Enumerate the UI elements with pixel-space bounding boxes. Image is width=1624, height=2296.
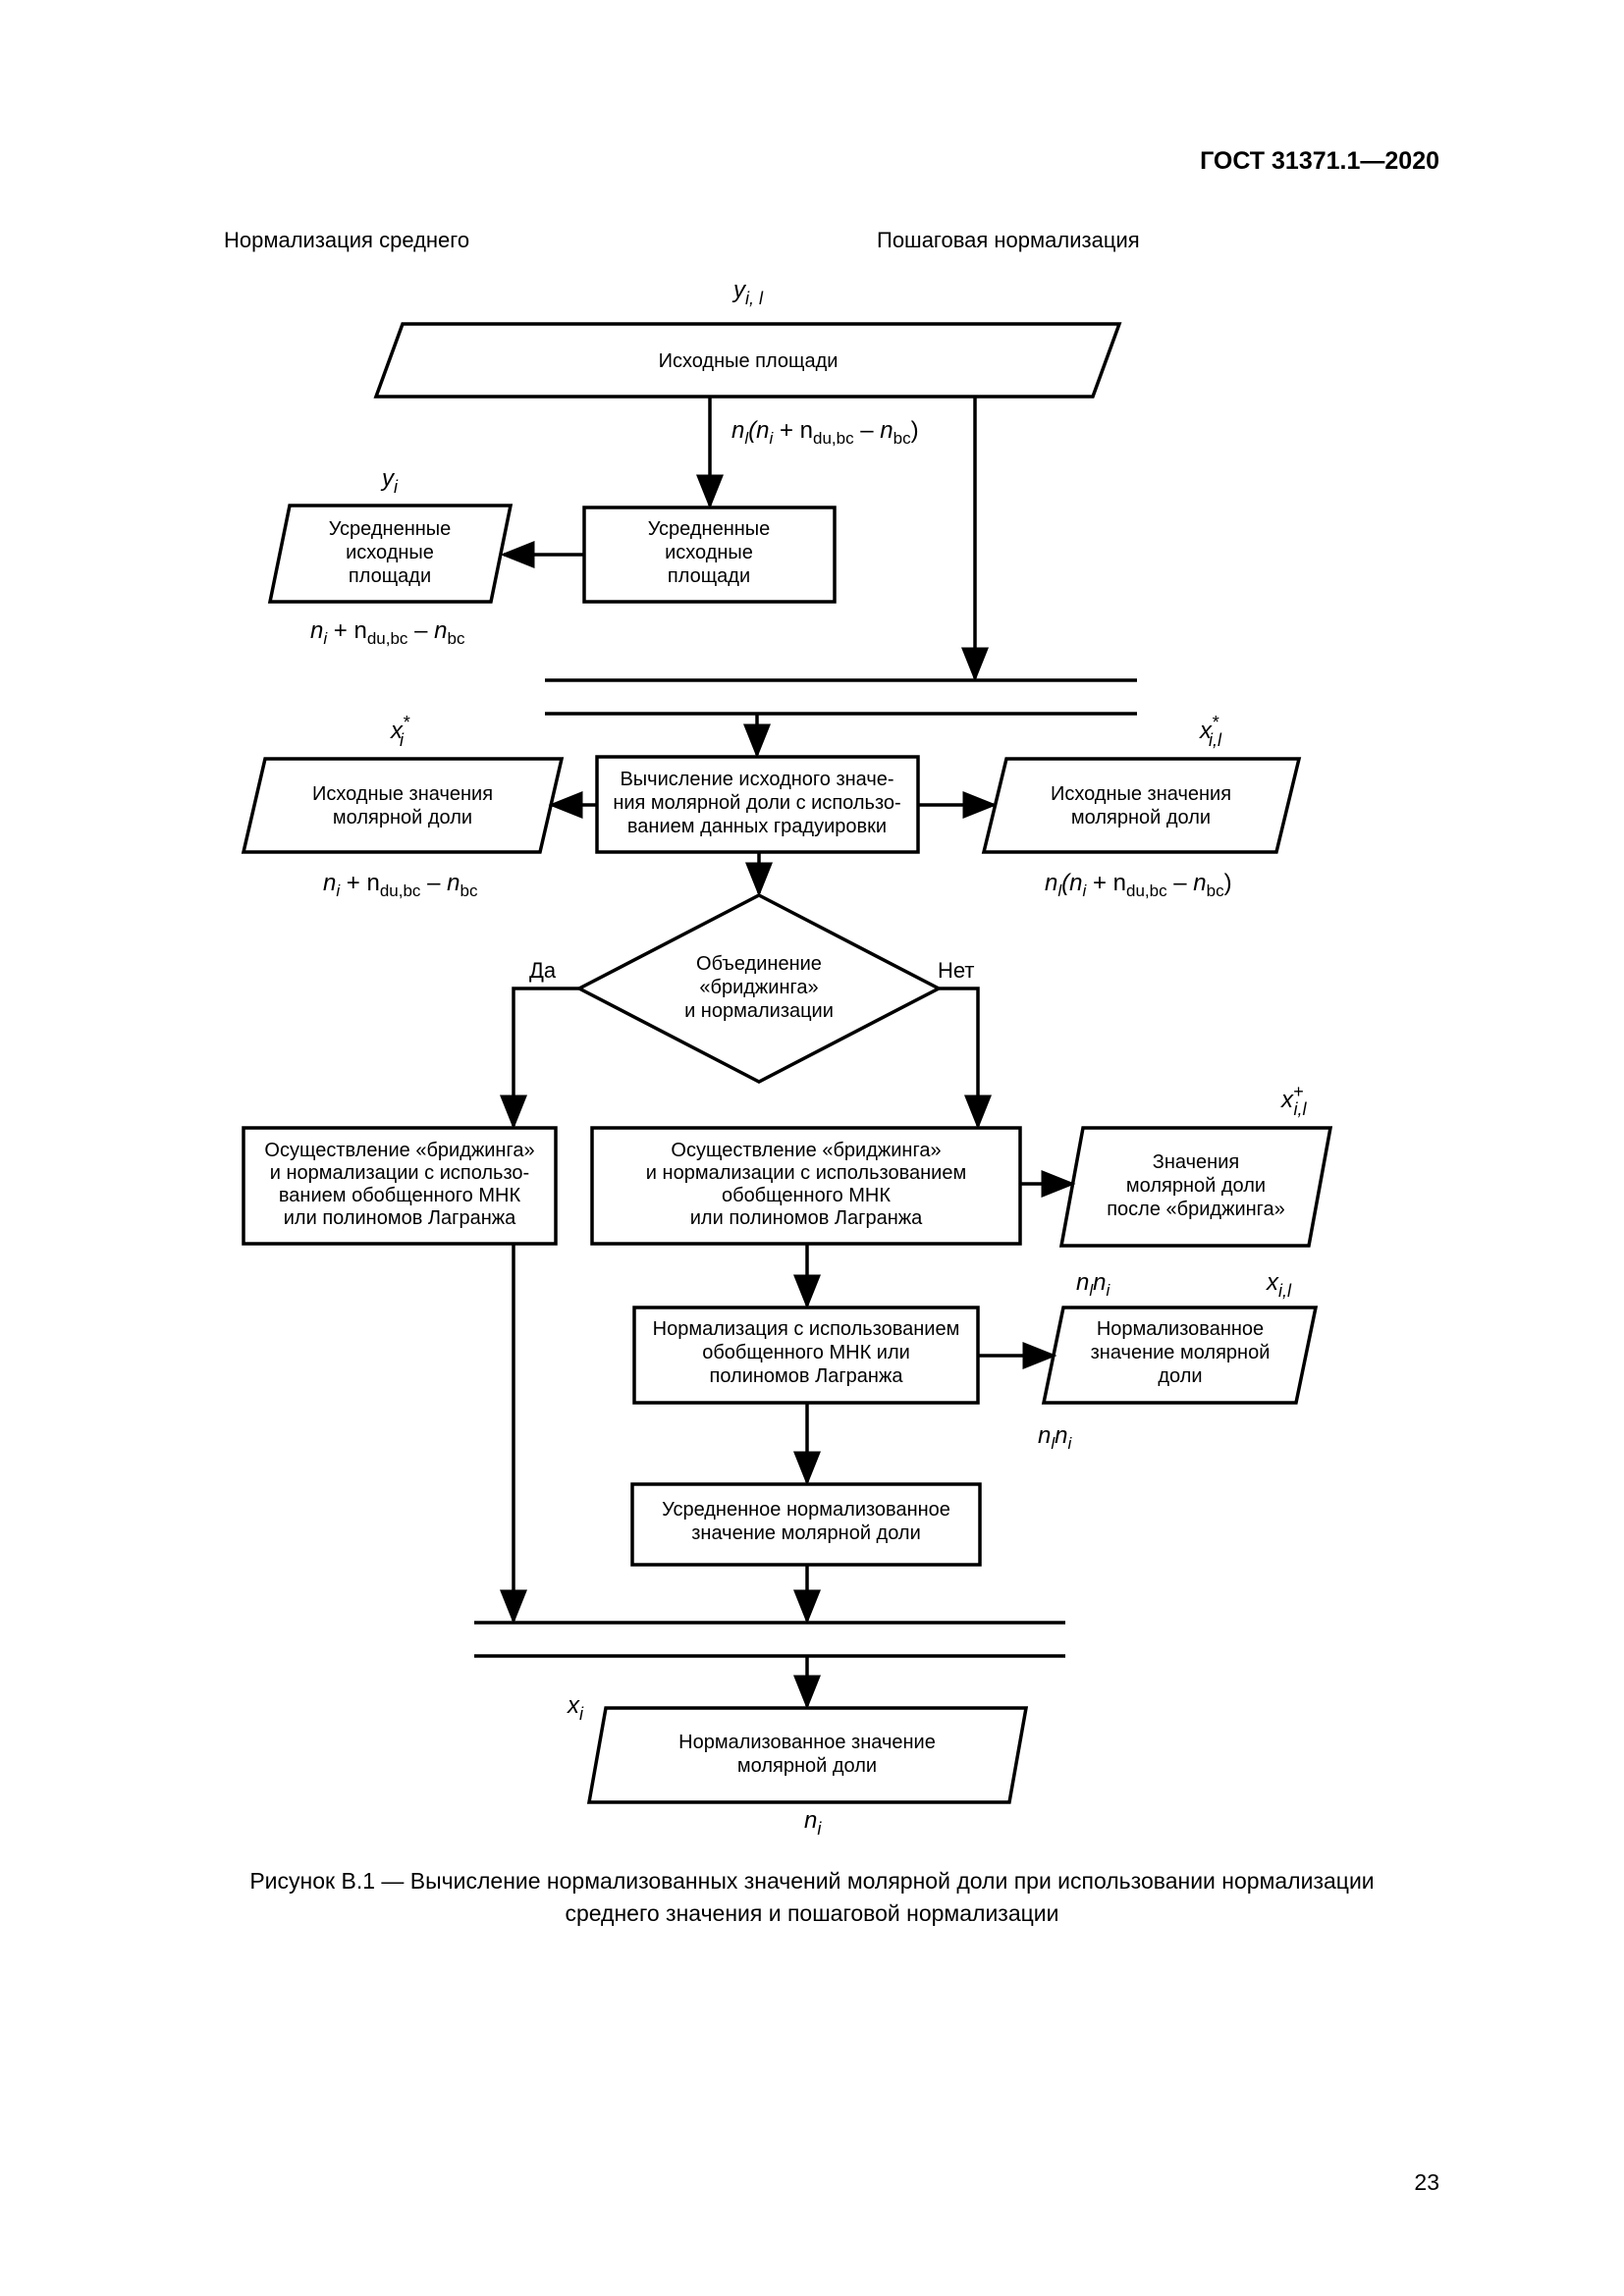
node-text-line: молярной доли	[1126, 1175, 1266, 1197]
node-text-line: Осуществление «бриджинга»	[671, 1140, 941, 1161]
node-text-line: и нормализации с использованием	[646, 1162, 966, 1184]
node-text-line: Вычисление исходного значе-	[620, 769, 893, 790]
node-text-line: Усредненные	[648, 518, 771, 540]
node-text-line: молярной доли	[737, 1755, 877, 1777]
node-text-line: Нормализация с использованием	[653, 1318, 960, 1340]
node-text-line: исходные	[665, 542, 753, 563]
node-text-line: доли	[1158, 1365, 1202, 1387]
right-column-title: Пошаговая нормализация	[877, 228, 1140, 252]
node-text-line: Исходные значения	[312, 783, 493, 805]
decision-yes-label: Да	[529, 958, 557, 983]
left-column-title: Нормализация среднего	[224, 228, 470, 252]
label-count-left-upper: ni + ndu,bc – nbc	[310, 617, 465, 648]
initial-left-shape	[241, 757, 565, 854]
bridging-left-shape	[242, 1126, 558, 1246]
label-x-il: xi,l	[1266, 1269, 1292, 1301]
node-text-line: Усредненное нормализованное	[662, 1499, 950, 1521]
label-x-il-star: x*i,l	[1199, 713, 1222, 750]
node-text-line: молярной доли	[1071, 807, 1211, 828]
node-text-line: Объединение	[696, 953, 822, 975]
node-text-line: ванием данных градуировки	[627, 816, 887, 837]
node-text-line: площади	[349, 565, 431, 587]
node-text-line: или полиномов Лагранжа	[690, 1207, 923, 1229]
caption-line-2: среднего значения и пошаговой нормализац…	[565, 1900, 1059, 1926]
decision-no-label: Нет	[938, 958, 974, 983]
source-areas-shape	[373, 322, 1122, 399]
node-text-line: Нормализованное	[1097, 1318, 1264, 1340]
node-text-line: «бриджинга»	[699, 977, 818, 998]
label-x-i: xi	[567, 1692, 584, 1724]
figure-caption: Рисунок В.1 — Вычисление нормализованных…	[0, 1865, 1624, 1930]
node-text-line: или полиномов Лагранжа	[284, 1207, 516, 1229]
arrow-decision-yes	[500, 987, 579, 1130]
node-text-line: молярной доли	[333, 807, 472, 828]
final-shape	[586, 1706, 1029, 1804]
node-text-line: Нормализованное значение	[678, 1732, 936, 1753]
label-y-il: yi, l	[731, 277, 764, 308]
arrow-decision-no	[939, 987, 992, 1130]
label-x-i-star: x*i	[390, 713, 410, 750]
averaged-areas-data-shape	[267, 504, 514, 604]
label-x-il-plus: x+i,l	[1280, 1082, 1308, 1119]
bridging-right-label: Осуществление «бриджинга»и нормализации …	[646, 1140, 966, 1229]
page-number: 23	[1414, 2169, 1439, 2195]
node-text-line: ванием обобщенного МНК	[279, 1185, 521, 1206]
node-text-line: значение молярной	[1091, 1342, 1271, 1363]
node-text-line: Значения	[1153, 1151, 1239, 1173]
source-areas-label: Исходные площади	[659, 350, 839, 372]
node-text-line: после «бриджинга»	[1107, 1199, 1285, 1220]
node-text-line: площади	[668, 565, 750, 587]
after-bridging-shape	[1058, 1126, 1333, 1248]
node-text-line: и нормализации с использо-	[270, 1162, 529, 1184]
node-text-line: Усредненные	[329, 518, 452, 540]
decision-label: Объединение«бриджинга»и нормализации	[684, 953, 834, 1022]
node-text-line: ния молярной доли с использо-	[613, 792, 900, 814]
bridging-left-label: Осуществление «бриджинга»и нормализации …	[264, 1140, 534, 1229]
node-text-line: Осуществление «бриджинга»	[264, 1140, 534, 1161]
label-count-top: nl(ni + ndu,bc – nbc)	[731, 417, 919, 448]
node-text-line: значение молярной доли	[691, 1522, 921, 1544]
node-text-line: Исходные значения	[1051, 783, 1231, 805]
node-text-line: и нормализации	[684, 1000, 834, 1022]
label-nl-ni-upper: nlni	[1076, 1269, 1111, 1300]
node-text-line: Исходные площади	[659, 350, 839, 372]
normalized-right-shape	[1041, 1306, 1319, 1405]
decision-shape	[575, 893, 943, 1084]
calc-initial-label: Вычисление исходного значе-ния молярной …	[613, 769, 900, 837]
label-y-i: yi	[380, 465, 399, 497]
standard-number: ГОСТ 31371.1—2020	[1200, 147, 1439, 175]
node-text-line: обобщенного МНК или	[702, 1342, 910, 1363]
label-nl-ni-lower: nlni	[1038, 1422, 1073, 1453]
node-text-line: исходные	[346, 542, 434, 563]
label-n-i: ni	[804, 1807, 822, 1839]
initial-right-shape	[981, 757, 1302, 854]
node-text-line: полиномов Лагранжа	[710, 1365, 904, 1387]
node-text-line: обобщенного МНК	[722, 1185, 891, 1206]
label-count-left-lower: ni + ndu,bc – nbc	[323, 870, 478, 900]
caption-line-1: Рисунок В.1 — Вычисление нормализованных…	[249, 1868, 1375, 1894]
label-count-right: nl(ni + ndu,bc – nbc)	[1045, 870, 1232, 900]
